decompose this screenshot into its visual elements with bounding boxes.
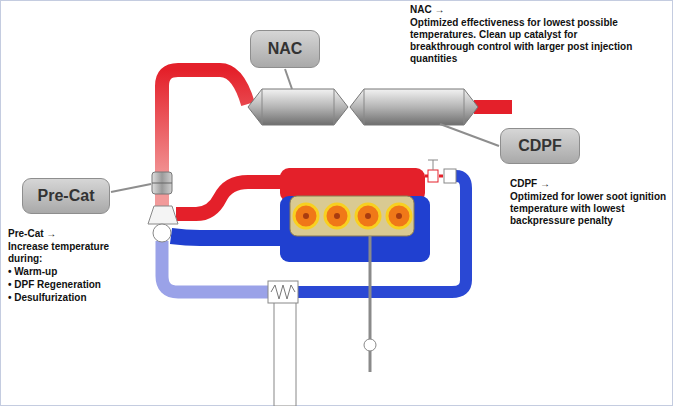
cylinder <box>325 204 349 228</box>
injector <box>396 213 402 219</box>
bullet-item: • DPF Regeneration <box>8 279 133 291</box>
bullet-item: • Desulfurization <box>8 292 133 304</box>
callout-title: NAC <box>260 40 311 58</box>
leader-line <box>111 184 151 192</box>
egr-valve <box>428 170 438 182</box>
cylinder <box>387 204 411 228</box>
annotation-text: Increase temperature during: <box>8 241 133 265</box>
catalyst-seam <box>262 89 263 125</box>
pre-cat-ring <box>152 183 172 184</box>
egr-cooler <box>444 169 456 183</box>
callout-title: CDPF <box>510 137 570 155</box>
compressor-symbol <box>153 224 171 242</box>
intercooler-symbol <box>268 281 298 303</box>
filter-seam <box>364 89 365 125</box>
leader-line <box>285 69 292 89</box>
annotation-text: Optimized for lower soot ignition temper… <box>510 191 668 227</box>
bullet-item: • Warm-up <box>8 266 133 278</box>
charge-air-pipe <box>171 236 290 238</box>
intercooler-coil <box>271 285 295 299</box>
annotation-text: Optimized effectiveness for lowest possi… <box>410 17 642 65</box>
component-callout: CDPF <box>500 128 580 164</box>
catalyst-seam <box>334 89 335 125</box>
annotation-heading: NAC → <box>410 4 642 16</box>
leader-line <box>440 124 499 146</box>
cylinder <box>294 204 318 228</box>
pre-cat-symbol <box>152 172 172 194</box>
intake-manifold <box>280 196 430 262</box>
callout-title: Pre-Cat <box>30 187 103 205</box>
sensor-symbol <box>364 339 376 351</box>
air-inlet <box>274 302 296 406</box>
cylinder-head <box>290 196 414 236</box>
cdpf-filter <box>350 89 478 125</box>
nac-catalyst <box>248 89 348 125</box>
component-callout: NAC <box>250 30 320 68</box>
injector <box>365 213 371 219</box>
annotation-heading: Pre-Cat → <box>8 228 133 240</box>
component-callout: Pre-Cat <box>22 178 110 214</box>
intake-pipe <box>162 241 268 292</box>
exhaust-outlet <box>474 100 512 114</box>
exhaust-pipe <box>162 70 248 182</box>
sensor-rod <box>369 236 372 372</box>
filter-seam <box>464 89 465 125</box>
injector <box>303 213 309 219</box>
annotation-heading: CDPF → <box>510 178 668 190</box>
valve-stem <box>433 160 434 170</box>
cylinder <box>356 204 380 228</box>
injector <box>334 213 340 219</box>
exhaust-manifold-pipe <box>176 182 288 214</box>
turbine-symbol <box>148 206 178 224</box>
valve-stem <box>428 160 438 161</box>
